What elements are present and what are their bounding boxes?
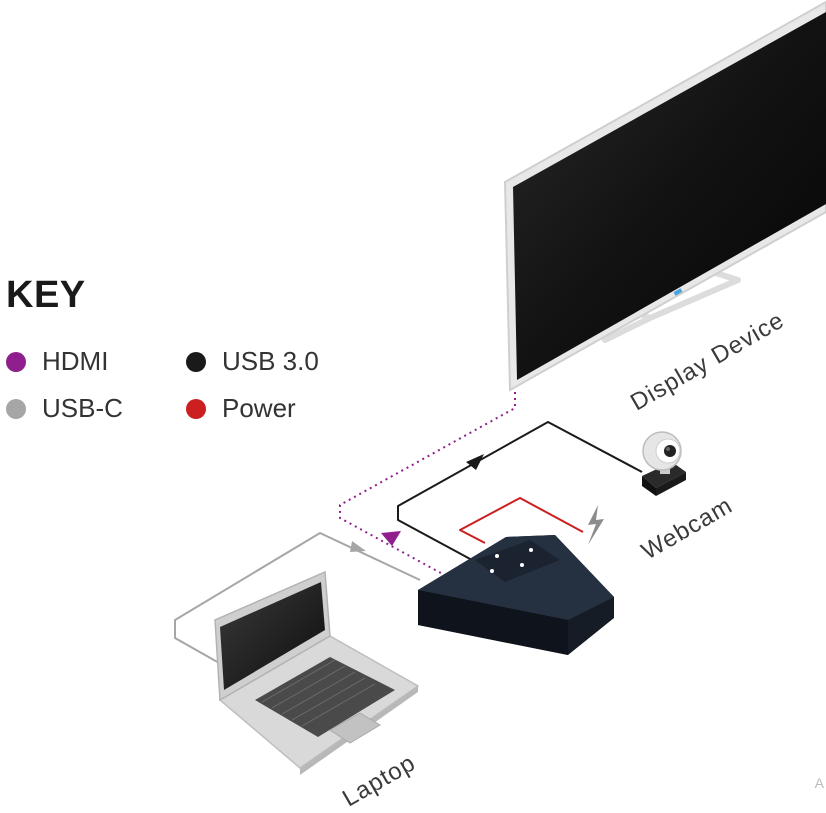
laptop-device [214,570,420,775]
usb3-dot-icon [186,351,206,372]
connection-diagram: KEY HDMI USB 3.0 USB-C Power Display Dev… [6,0,826,812]
key-item-usb3: USB 3.0 [186,346,319,377]
power-cable [459,497,584,544]
key-label-usb3: USB 3.0 [222,346,319,376]
diagram-canvas [174,0,826,775]
display-led [673,288,683,296]
power-dot-icon [186,398,206,419]
key-label-power: Power [222,393,296,423]
usbc-arrow [350,541,366,552]
lightning-icon [588,505,604,545]
hub-device [418,535,614,655]
usb3-arrow [466,454,484,470]
usbc-dot-icon [6,398,26,419]
corner-mark: A [814,775,824,791]
hub-led [495,554,499,558]
key-item-power: Power [186,393,296,424]
key-label-hdmi: HDMI [42,346,109,376]
hub-led [520,563,524,567]
display-device [503,0,826,392]
hub-led [529,548,533,552]
hdmi-dot-icon [6,351,26,372]
key-item-hdmi: HDMI [6,346,108,377]
key-item-usbc: USB-C [6,393,123,424]
display-screen [513,12,826,380]
usb3-cable [397,421,643,561]
key-title: KEY [6,274,86,316]
hdmi-arrow [381,531,401,546]
webcam-device [642,431,686,496]
hub-led [490,569,494,573]
hdmi-cable [339,392,516,579]
key-label-usbc: USB-C [42,393,123,423]
